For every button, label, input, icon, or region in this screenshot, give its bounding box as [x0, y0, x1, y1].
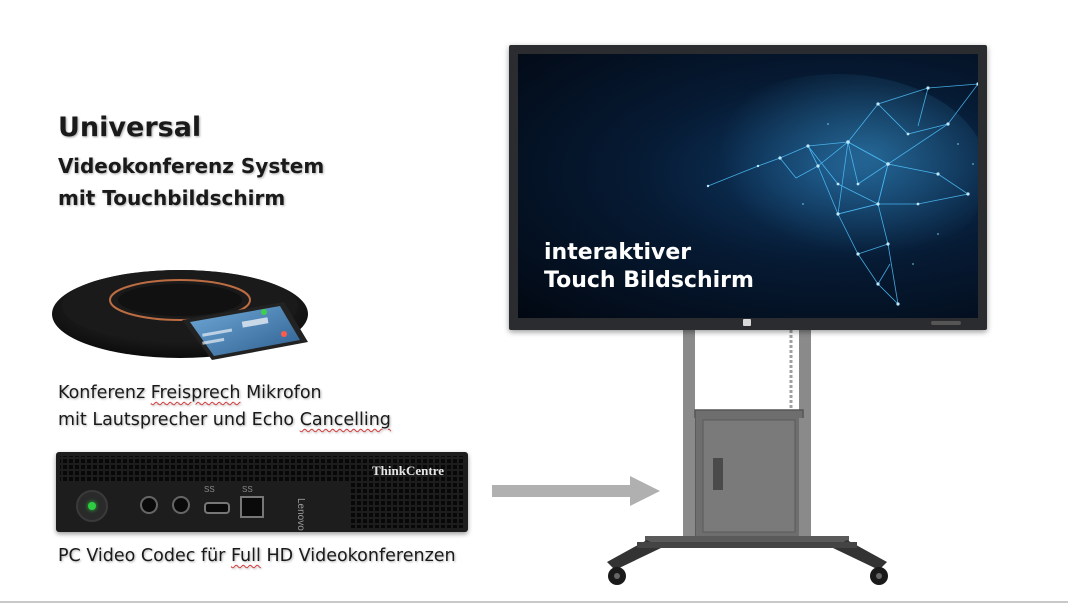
caption-misspelled-word: Full	[230, 546, 261, 566]
caption-text: Mikrofon	[240, 383, 322, 403]
cabinet-lock-icon	[713, 458, 723, 490]
caption-text: mit Lautsprecher und Echo	[58, 410, 300, 430]
caption-text: HD Videokonferenzen	[260, 546, 456, 566]
pc-caption: PC Video Codec für Full HD Videokonferen…	[58, 546, 456, 566]
caption-misspelled-word: Freisprech	[150, 383, 241, 403]
port-label: SS	[242, 485, 253, 494]
subtitle-line-2: mit Touchbildschirm	[58, 186, 286, 210]
mini-pc: ThinkCentre Lenovo SS SS	[56, 452, 468, 532]
main-title: Universal	[58, 112, 202, 143]
headphone-jack-icon[interactable]	[172, 496, 190, 514]
interactive-touch-display: interaktiver Touch Bildschirm	[509, 45, 987, 330]
conference-speakerphone	[52, 270, 308, 360]
bottom-divider	[0, 601, 1068, 603]
port-label: SS	[204, 485, 215, 494]
arrow-right-icon	[492, 476, 660, 506]
caption-misspelled-word: Cancelling	[299, 410, 391, 430]
power-button-icon[interactable]	[76, 490, 108, 522]
usb-a-port-icon[interactable]	[240, 496, 264, 518]
power-led	[88, 502, 96, 510]
speakerphone-caption-line-1: Konferenz Freisprech Mikrofon	[58, 383, 322, 403]
bezel-sensor-icon	[931, 321, 961, 325]
headphone-jack-icon[interactable]	[140, 496, 158, 514]
subtitle-line-1: Videokonferenz System	[58, 154, 325, 178]
caption-text: Konferenz	[58, 383, 151, 403]
hummingbird-illustration	[688, 74, 978, 306]
display-screen[interactable]: interaktiver Touch Bildschirm	[518, 54, 978, 318]
speakerphone-caption-line-2: mit Lautsprecher und Echo Cancelling	[58, 410, 391, 430]
side-brand-label: Lenovo	[295, 498, 306, 531]
usb-c-port-icon[interactable]	[204, 502, 230, 514]
screen-text-line-1: interaktiver	[544, 240, 692, 265]
display-stand	[607, 328, 888, 585]
caption-text: PC Video Codec für	[58, 546, 231, 566]
brand-label: ThinkCentre	[372, 463, 444, 478]
screen-text-line-2: Touch Bildschirm	[544, 268, 754, 293]
bezel-logo-icon	[743, 319, 751, 326]
